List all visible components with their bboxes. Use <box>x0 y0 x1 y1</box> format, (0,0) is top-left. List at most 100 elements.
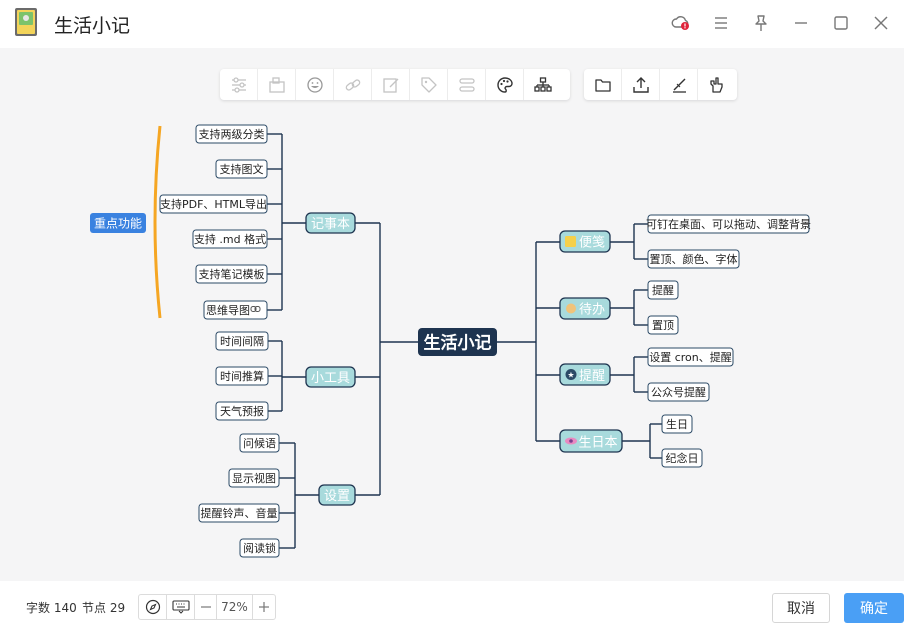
zoom-out-button[interactable] <box>195 595 217 619</box>
insert-emoji-button[interactable] <box>296 69 334 100</box>
hand-pointer-icon <box>710 76 723 93</box>
palette-icon <box>496 76 513 93</box>
svg-text:阅读锁: 阅读锁 <box>243 541 276 555</box>
leaf-node[interactable]: 支持PDF、HTML导出 <box>159 194 268 214</box>
menu-icon[interactable] <box>711 13 731 33</box>
leaf-node[interactable]: 支持 .md 格式 <box>192 229 268 249</box>
note-icon <box>565 236 576 247</box>
compass-icon <box>145 599 160 615</box>
leaf-group-notebook: 支持两级分类 支持图文 支持PDF、HTML导出 支持 .md 格式 支持笔记模… <box>159 124 268 320</box>
svg-text:★: ★ <box>567 371 574 380</box>
svg-text:支持两级分类: 支持两级分类 <box>199 127 265 141</box>
leaf-node[interactable]: 纪念日 <box>661 448 703 468</box>
branch-label: 记事本 <box>311 217 350 232</box>
leaf-node[interactable]: 阅读锁 <box>239 538 280 558</box>
leaf-node[interactable]: 提醒铃声、音量 <box>198 503 280 523</box>
minimize-icon[interactable] <box>791 13 811 33</box>
zoom-level: 72% <box>217 595 253 619</box>
leaf-node[interactable]: 支持两级分类 <box>195 124 268 144</box>
leaf-node[interactable]: 支持笔记模板 <box>195 264 268 284</box>
svg-text:提醒铃声、音量: 提醒铃声、音量 <box>201 506 278 520</box>
maximize-icon[interactable] <box>831 13 851 33</box>
layout-button[interactable] <box>524 69 562 100</box>
minus-icon <box>200 606 211 608</box>
svg-text:支持PDF、HTML导出: 支持PDF、HTML导出 <box>160 197 267 211</box>
structure-icon <box>458 77 475 92</box>
svg-text:置顶: 置顶 <box>652 319 674 332</box>
node-count: 节点 29 <box>82 601 126 615</box>
leaf-node[interactable]: 时间间隔 <box>215 331 269 351</box>
leaf-node[interactable]: 生日 <box>661 414 693 434</box>
confirm-button[interactable]: 确定 <box>844 593 904 623</box>
insert-link-button[interactable] <box>334 69 372 100</box>
cloud-sync-alert-icon[interactable] <box>671 13 691 33</box>
keyboard-icon <box>171 600 190 614</box>
leaf-node[interactable]: 时间推算 <box>215 366 269 386</box>
export-button[interactable] <box>622 69 660 100</box>
shortcuts-button[interactable] <box>698 69 736 100</box>
branch-node-notebook[interactable]: 记事本 <box>305 212 356 234</box>
pin-icon[interactable] <box>751 13 771 33</box>
branch-node-birthday[interactable]: 生日本 <box>559 429 623 453</box>
keyboard-shortcuts-button[interactable] <box>167 595 195 619</box>
leaf-node[interactable]: 设置 cron、提醒 <box>647 347 734 367</box>
leaf-node[interactable]: 公众号提醒 <box>647 382 710 402</box>
svg-text:提醒: 提醒 <box>652 284 674 297</box>
root-node[interactable]: 生活小记 <box>418 328 497 356</box>
tag-icon <box>420 76 437 93</box>
mindmap-edit-toolbar <box>220 69 570 100</box>
navigator-button[interactable] <box>139 595 167 619</box>
leaf-node[interactable]: 问候语 <box>239 433 280 453</box>
link-icon <box>345 78 360 91</box>
insert-image-button[interactable] <box>258 69 296 100</box>
mindmap-file-toolbar <box>584 69 737 100</box>
branch-node-settings[interactable]: 设置 <box>318 484 356 506</box>
svg-text:可钉在桌面、可以拖动、调整背景: 可钉在桌面、可以拖动、调整背景 <box>646 217 811 231</box>
leaf-node[interactable]: 提醒 <box>647 280 679 300</box>
emoji-icon <box>306 76 323 93</box>
branch-label: 待办 <box>579 303 605 318</box>
cancel-button[interactable]: 取消 <box>772 593 830 623</box>
image-icon <box>268 76 285 93</box>
svg-text:显示视图: 显示视图 <box>232 471 276 485</box>
leaf-node[interactable]: 显示视图 <box>228 468 280 488</box>
node-style-button[interactable] <box>220 69 258 100</box>
svg-text:支持 .md 格式: 支持 .md 格式 <box>194 232 266 246</box>
svg-text:置顶、颜色、字体: 置顶、颜色、字体 <box>650 252 738 266</box>
summary-node[interactable]: 重点功能 <box>90 213 146 233</box>
leaf-group-settings: 问候语 显示视图 提醒铃声、音量 阅读锁 <box>198 433 280 558</box>
mindmap-canvas[interactable] <box>0 48 904 581</box>
leaf-node[interactable]: 思维导图 <box>203 300 268 320</box>
leaf-node[interactable]: 天气预报 <box>215 401 269 421</box>
leaf-node[interactable]: 置顶 <box>647 315 679 335</box>
zoom-in-button[interactable] <box>253 595 275 619</box>
star-badge-icon <box>565 369 577 380</box>
leaf-node[interactable]: 可钉在桌面、可以拖动、调整背景 <box>646 214 811 234</box>
svg-text:天气预报: 天气预报 <box>220 404 264 418</box>
branch-node-reminder[interactable]: ★ 提醒 <box>559 363 611 386</box>
leaf-node[interactable]: 置顶、颜色、字体 <box>647 249 740 269</box>
branch-node-tools[interactable]: 小工具 <box>305 366 356 388</box>
root-label: 生活小记 <box>424 333 492 354</box>
branch-label: 生日本 <box>578 436 617 451</box>
svg-text:时间推算: 时间推算 <box>220 369 264 383</box>
mindmap-link-icon <box>250 306 261 312</box>
theme-button[interactable] <box>486 69 524 100</box>
open-file-button[interactable] <box>584 69 622 100</box>
svg-text:纪念日: 纪念日 <box>666 451 699 465</box>
insert-note-button[interactable] <box>372 69 410 100</box>
leaf-node[interactable]: 支持图文 <box>215 159 268 179</box>
insert-tag-button[interactable] <box>410 69 448 100</box>
status-footer: 字数 140 节点 29 <box>0 581 904 632</box>
close-icon[interactable] <box>871 13 891 33</box>
svg-text:问候语: 问候语 <box>243 436 276 450</box>
branch-node-sticky-note[interactable]: 便笺 <box>559 230 611 253</box>
structure-button[interactable] <box>448 69 486 100</box>
svg-text:公众号提醒: 公众号提醒 <box>651 386 706 399</box>
branch-node-todo[interactable]: 待办 <box>559 297 611 320</box>
owl-icon <box>566 303 576 314</box>
summary-label: 重点功能 <box>94 217 142 231</box>
annotate-button[interactable] <box>660 69 698 100</box>
word-count: 字数 140 <box>26 601 77 615</box>
